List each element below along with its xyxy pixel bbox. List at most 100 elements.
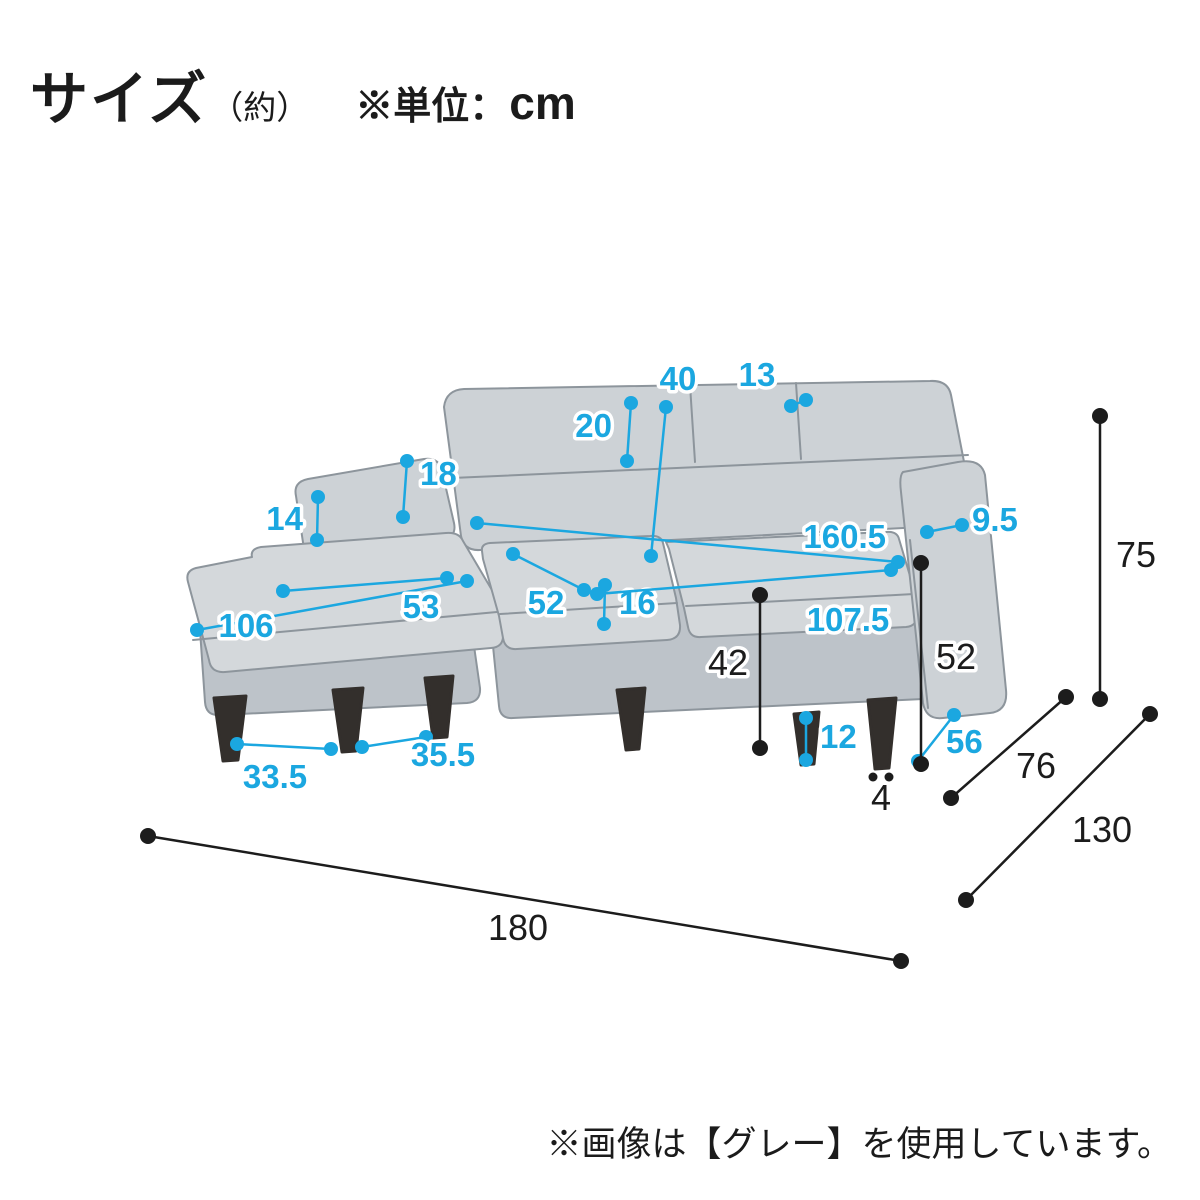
sofa-chaise-cushion-crease	[192, 611, 498, 641]
dim-dot	[400, 454, 414, 468]
dim-dot	[958, 892, 974, 908]
dim-chaise-length: 106	[190, 574, 474, 648]
dim-dot	[577, 583, 591, 597]
dim-line	[949, 695, 1068, 800]
dim-label-seat-height: 42	[708, 642, 748, 683]
dim-total-width: 180	[140, 828, 909, 969]
sofa-back-seam-left	[689, 384, 696, 463]
sofa-right-armrest-crease	[909, 539, 929, 709]
dim-dot	[310, 533, 324, 547]
dim-chaise-width: 53	[276, 571, 454, 629]
page-title: サイズ （約） ※単位：cm	[30, 52, 576, 136]
dim-label-leg-bottom-width: 4	[871, 777, 891, 818]
sofa-back-seam-horizontal	[451, 454, 969, 479]
title-unit: ※単位：cm	[355, 75, 576, 130]
dim-chaise-leg-span-side: 35.5	[355, 730, 479, 777]
dim-dot	[597, 617, 611, 631]
dim-dot	[913, 756, 929, 772]
dim-label-total-depth: 130	[1072, 809, 1132, 850]
dim-dot	[598, 578, 612, 592]
dim-dot	[355, 740, 369, 754]
dim-line	[146, 834, 903, 963]
title-size-label: サイズ	[30, 67, 209, 132]
sofa-leg	[615, 686, 647, 752]
dim-main-seat-width: 107.5	[590, 563, 898, 642]
title-approx-label: （約）	[210, 89, 310, 126]
title-unit-value: cm	[509, 77, 576, 129]
dim-line	[401, 459, 409, 519]
dim-dot	[460, 574, 474, 588]
dim-label-chaise-length: 106	[218, 607, 273, 644]
dim-left-arm-top-width: 14	[263, 490, 325, 547]
dim-line	[360, 735, 428, 749]
dim-dot	[659, 400, 673, 414]
sofa-leg	[331, 686, 365, 754]
sofa-back-seam-right	[795, 382, 802, 460]
dim-dot	[311, 490, 325, 504]
dim-dot	[752, 740, 768, 756]
dim-dot	[868, 772, 878, 782]
dim-line	[916, 713, 956, 763]
dim-dot	[506, 547, 520, 561]
dim-dot	[620, 454, 634, 468]
sofa-seat-cushion-middle-crease	[499, 602, 678, 615]
dim-dot	[799, 753, 813, 767]
dim-body-depth: 76	[943, 689, 1074, 806]
dim-line	[235, 742, 333, 751]
dim-total-depth: 130	[958, 706, 1158, 908]
sofa-illustration	[186, 379, 1008, 771]
dim-line	[195, 579, 469, 632]
dim-label-left-arm-top-width: 14	[266, 500, 303, 537]
dim-label-chaise-leg-span-front: 33.5	[243, 758, 307, 795]
dim-seat-height: 42	[704, 587, 768, 756]
dim-chaise-leg-span-front: 33.5	[230, 737, 338, 799]
dim-label-leg-height: 12	[820, 718, 857, 755]
dim-dot	[419, 730, 433, 744]
dim-label-seat-depth: 52	[528, 584, 565, 621]
dim-label-chaise-width: 53	[403, 588, 440, 625]
dim-dot	[1142, 706, 1158, 722]
dim-dot	[1092, 408, 1108, 424]
dim-line	[964, 712, 1152, 902]
dim-label-chaise-leg-span-side: 35.5	[411, 736, 475, 773]
dim-backrest-height: 40	[644, 357, 700, 563]
dim-seat-depth: 52	[506, 547, 591, 625]
dim-dot	[920, 525, 934, 539]
dim-label-back-cushion-gap: 13	[739, 356, 776, 393]
dim-dot	[784, 399, 798, 413]
dim-dot	[947, 708, 961, 722]
dim-label-backrest-height: 40	[660, 360, 697, 397]
dim-dot	[470, 516, 484, 530]
dim-label-right-arm-top-width: 9.5	[972, 501, 1018, 538]
dim-dot	[799, 393, 813, 407]
dim-label-back-cushion-height: 20	[575, 407, 612, 444]
sofa-leg	[423, 674, 455, 740]
dim-label-total-height: 75	[1116, 534, 1156, 575]
dim-line	[649, 405, 668, 558]
dim-line	[625, 401, 633, 463]
dim-dot	[1058, 689, 1074, 705]
dim-label-main-seat-width: 107.5	[807, 601, 890, 638]
dim-dot	[140, 828, 156, 844]
dim-line	[281, 576, 449, 593]
dim-dot	[1092, 691, 1108, 707]
dim-arm-above-seat: 18	[396, 452, 460, 524]
dim-dot	[943, 790, 959, 806]
sofa-leg	[866, 696, 898, 771]
dim-dot	[644, 549, 658, 563]
dim-arm-front-height: 52	[913, 555, 980, 772]
sofa-seat-cushion-right-crease	[685, 593, 915, 607]
dim-back-cushion-height: 20	[572, 396, 638, 468]
sofa-leg	[212, 694, 248, 763]
dim-label-body-depth: 76	[1016, 745, 1056, 786]
dim-line	[595, 568, 893, 596]
dim-total-height: 75	[1092, 408, 1160, 707]
dim-dot	[276, 584, 290, 598]
dim-dot	[752, 587, 768, 603]
dim-leg-height: 12	[799, 711, 860, 767]
dim-dot	[884, 563, 898, 577]
dim-leg-bottom-width: 4	[867, 772, 895, 822]
dim-dot	[884, 772, 894, 782]
